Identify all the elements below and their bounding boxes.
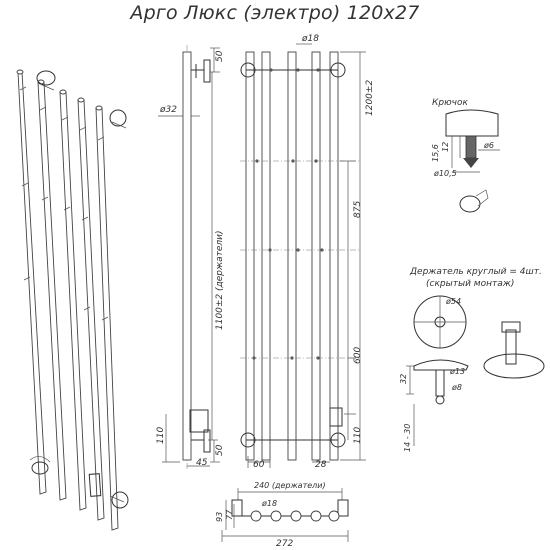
side-dim-bottom-45: 45: [196, 458, 208, 468]
front-wall-ring-top-right: [330, 62, 346, 78]
top-tube-2: [270, 510, 282, 522]
top-view-holder-left: [231, 499, 243, 517]
perspective-wall-ring-bottom-left: [31, 461, 49, 475]
front-dim-overall-height: 1200±2: [365, 80, 375, 116]
top-dim-18: ø18: [261, 499, 277, 508]
holder-3d-cap: [501, 321, 521, 333]
hook-tip: [463, 158, 479, 168]
holder-dim-54: ø54: [445, 297, 461, 306]
hook-label: Крючок: [432, 98, 469, 108]
hook-detail: Крючок 15,6 12 ø6 ø10,5: [431, 98, 500, 213]
perspective-wall-ring-top-right: [109, 109, 127, 127]
top-tube-3: [290, 510, 302, 522]
holder-detail: Держатель круглый = 4шт. (скрытый монтаж…: [399, 267, 545, 452]
front-wall-ring-top-left: [240, 62, 256, 78]
holder-stem: [435, 369, 445, 397]
holder-dim-32: 32: [399, 374, 408, 384]
front-tube-4: [311, 51, 321, 461]
side-dim-bottom-110: 110: [156, 427, 166, 444]
hook-dim-15-6: 15,6: [431, 144, 440, 162]
holder-3d-stem: [505, 329, 517, 365]
hook-wall-block: [445, 109, 499, 137]
perspective-heater-box: [88, 473, 102, 497]
hook-dim-12: 12: [441, 142, 450, 152]
side-dim-holder-span: 1100±2 (держатели): [215, 230, 225, 330]
perspective-tube-3: [59, 89, 87, 511]
top-tube-5: [328, 510, 340, 522]
front-dim-mid-height: 875: [353, 201, 363, 218]
hook-dim-6: ø6: [483, 141, 494, 150]
top-dim-77: 77: [225, 509, 234, 520]
hook-3d-cap: [459, 195, 481, 213]
front-dim-bottom-28: 28: [315, 460, 327, 470]
holder-label-line1: Держатель круглый = 4шт.: [409, 267, 542, 277]
holder-dim-13: ø13: [449, 367, 465, 376]
drawing-title: Арго Люкс (электро) 120х27: [130, 2, 420, 24]
perspective-tube-4: [77, 97, 105, 521]
perspective-view: [16, 69, 129, 531]
perspective-wall-ring-top-left: [36, 70, 56, 86]
perspective-tube-1: [16, 69, 47, 495]
hook-shank: [465, 135, 477, 159]
holder-dim-8: ø8: [451, 383, 462, 392]
holder-label-line2: (скрытый монтаж): [426, 279, 514, 289]
side-view: ø32 50 1100±2 (держатели) 110 50 45: [156, 45, 225, 470]
front-dim-lower-height: 600: [353, 347, 363, 364]
perspective-tube-5: [95, 105, 119, 531]
top-view: 240 (держатели) 93 77 ø18 272: [215, 481, 349, 549]
front-dim-top-diameter: ø18: [301, 34, 319, 44]
top-tube-1: [250, 510, 262, 522]
front-wall-ring-bottom-right: [330, 432, 346, 448]
front-view: ø18 1200±2 875 600 110 60 28: [240, 34, 375, 470]
front-dim-bottom-right: 110: [353, 427, 363, 444]
holder-3d-plate: [483, 353, 545, 379]
top-dim-93: 93: [215, 512, 224, 522]
top-dim-width: 272: [276, 539, 293, 549]
side-dim-tube-diameter: ø32: [159, 105, 177, 115]
side-dim-top-50: 50: [215, 50, 225, 62]
hook-dim-10-5: ø10,5: [433, 169, 457, 178]
holder-plate-profile: [413, 359, 469, 371]
top-view-holder-right: [337, 499, 349, 517]
holder-dim-14-30: 14 - 30: [403, 424, 412, 452]
front-wall-ring-bottom-left: [240, 432, 256, 448]
front-tube-3: [287, 51, 297, 461]
front-tube-5: [329, 51, 339, 461]
side-view-tube: [182, 51, 192, 461]
holder-stem-ball: [435, 395, 445, 405]
side-dim-bottom-50: 50: [215, 444, 225, 456]
front-heater-box: [329, 407, 343, 427]
front-dim-bottom-60: 60: [253, 460, 265, 470]
side-view-heater-box: [189, 409, 209, 433]
side-view-top-holder: [191, 59, 211, 83]
top-dim-holder-span: 240 (держатели): [254, 481, 326, 490]
front-tube-2: [261, 51, 271, 461]
top-tube-4: [310, 510, 322, 522]
front-tube-1: [245, 51, 255, 461]
perspective-wall-ring-bottom-right: [111, 491, 129, 509]
